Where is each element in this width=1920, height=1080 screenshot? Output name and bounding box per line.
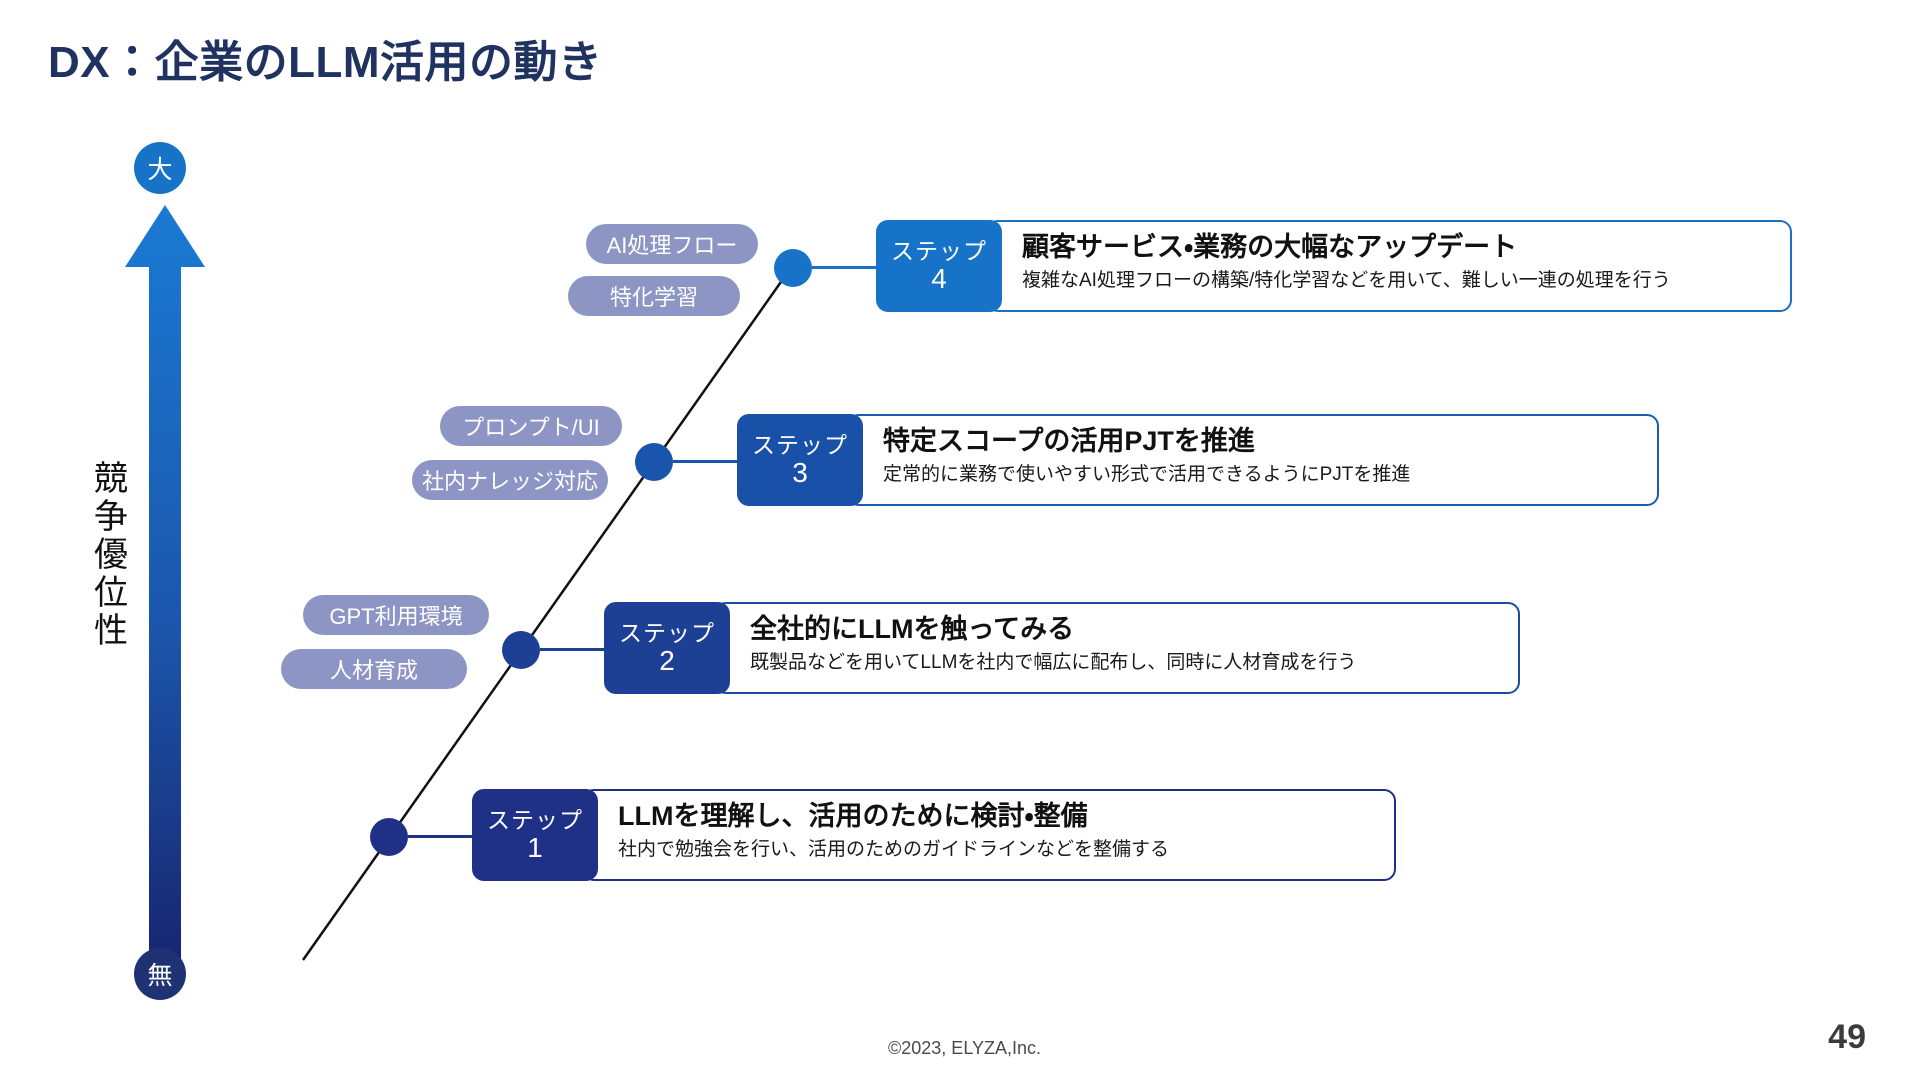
step-heading: LLMを理解し、活用のために検討・整備 [618,801,1088,831]
step-description: 既製品などを用いてLLMを社内で幅広に配布し、同時に人材育成を行う [750,652,1357,674]
step-heading: 顧客サービス・業務の大幅なアップデート [1022,232,1518,262]
step-tab-label: ステップ [752,431,848,458]
tag-pill-prompt-ui: プロンプト/UI [440,406,622,446]
axis-high-marker: 大 [134,142,186,194]
axis-title-char: 争 [94,498,128,537]
step-card-4[interactable]: ステップ 4 顧客サービス・業務の大幅なアップデート 複雑なAI処理フローの構築… [876,220,1792,312]
stage-connector-4 [812,266,878,269]
tag-pill-ai-flow: AI処理フロー [586,224,758,264]
step-body-3: 特定スコープの活用PJTを推進 定常的に業務で使いやすい形式で活用できるようにP… [847,414,1659,506]
tag-label: 社内ナレッジ対応 [422,469,599,494]
stage-dot-1 [370,818,408,856]
step-card-3[interactable]: ステップ 3 特定スコープの活用PJTを推進 定常的に業務で使いやすい形式で活用… [737,414,1659,506]
stage-connector-2 [540,648,606,651]
axis-arrow-icon [125,205,205,975]
axis-title-char: 性 [94,612,128,651]
tag-label: 人材育成 [329,658,418,683]
stage-connector-3 [673,460,739,463]
page-title: DX：企業のLLM活用の動き [48,38,603,87]
tag-pill-internal-knowledge: 社内ナレッジ対応 [412,460,608,500]
step-tab-label: ステップ [619,619,715,646]
axis-high-label: 大 [147,156,173,184]
tag-label: AI処理フロー [606,233,738,258]
step-tab-label: ステップ [891,237,987,264]
step-tab-1[interactable]: ステップ 1 [472,789,598,881]
axis-low-marker: 無 [134,948,186,1000]
step-tab-number: 2 [659,644,675,676]
tag-label: 特化学習 [609,285,698,310]
stage-dot-2 [502,631,540,669]
step-heading: 全社的にLLMを触ってみる [750,614,1075,644]
step-tab-number: 4 [931,262,947,294]
step-card-1[interactable]: ステップ 1 LLMを理解し、活用のために検討・整備 社内で勉強会を行い、活用の… [472,789,1396,881]
step-description: 定常的に業務で使いやすい形式で活用できるようにPJTを推進 [883,464,1411,486]
tag-label: プロンプト/UI [462,415,600,440]
tag-label: GPT利用環境 [329,604,463,629]
step-tab-4[interactable]: ステップ 4 [876,220,1002,312]
page-number: 49 [1828,1018,1866,1056]
competitive-advantage-axis: 大 無 競 争 優 位 性 [0,0,320,1080]
axis-title: 競 争 優 位 性 [88,460,134,650]
step-description: 社内で勉強会を行い、活用のためのガイドラインなどを整備する [618,839,1170,861]
step-heading: 特定スコープの活用PJTを推進 [883,426,1255,456]
step-tab-number: 3 [792,456,808,488]
stage-dot-4 [774,249,812,287]
axis-title-char: 競 [94,460,128,498]
step-card-2[interactable]: ステップ 2 全社的にLLMを触ってみる 既製品などを用いてLLMを社内で幅広に… [604,602,1520,694]
step-body-2: 全社的にLLMを触ってみる 既製品などを用いてLLMを社内で幅広に配布し、同時に… [714,602,1520,694]
axis-title-char: 優 [94,536,128,575]
step-tab-2[interactable]: ステップ 2 [604,602,730,694]
tag-pill-gpt-environment: GPT利用環境 [303,595,489,635]
axis-title-char: 位 [94,574,128,613]
stage-connector-1 [408,835,474,838]
step-body-1: LLMを理解し、活用のために検討・整備 社内で勉強会を行い、活用のためのガイドラ… [582,789,1396,881]
step-tab-3[interactable]: ステップ 3 [737,414,863,506]
axis-low-label: 無 [147,962,173,990]
step-tab-number: 1 [527,831,543,863]
footer-copyright: ©2023, ELYZA,Inc. [888,1038,1042,1058]
tag-pill-specialized-learning: 特化学習 [568,276,740,316]
step-body-4: 顧客サービス・業務の大幅なアップデート 複雑なAI処理フローの構築/特化学習など… [986,220,1792,312]
tag-pill-talent-development: 人材育成 [281,649,467,689]
step-tab-label: ステップ [487,806,583,833]
stage-dot-3 [635,443,673,481]
step-description: 複雑なAI処理フローの構築/特化学習などを用いて、難しい一連の処理を行う [1022,270,1671,292]
